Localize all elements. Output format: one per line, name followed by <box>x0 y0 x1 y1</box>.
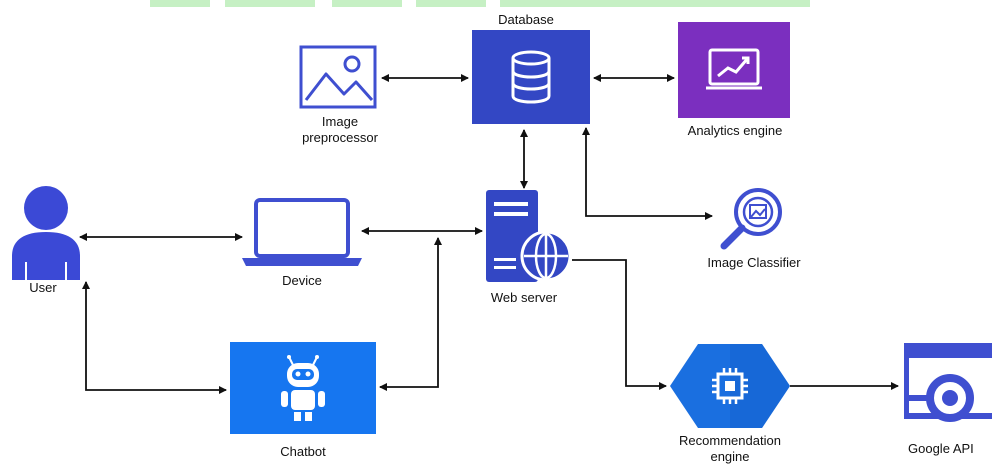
image-classifier-node[interactable] <box>712 186 796 250</box>
api-plug-icon <box>904 343 992 422</box>
chip-icon <box>670 344 790 428</box>
image-classifier-label: Image Classifier <box>707 255 801 270</box>
top-strip <box>416 0 486 7</box>
database-label: Database <box>498 12 554 27</box>
recommendation-engine-label-line2: engine <box>710 449 750 464</box>
server-globe-icon <box>486 190 572 282</box>
laptop-icon <box>242 198 362 266</box>
recommendation-engine-label: Recommendation engine <box>660 433 800 465</box>
top-strip <box>225 0 315 7</box>
magnifier-image-icon <box>720 188 782 250</box>
arrow-database-classifier <box>582 127 713 220</box>
arrow-chatbot-webserver <box>379 237 442 391</box>
user-node[interactable] <box>10 184 82 280</box>
web-server-label: Web server <box>490 290 558 305</box>
image-icon <box>299 45 377 109</box>
top-strip <box>150 0 210 7</box>
arrow-webserver-recommendation <box>572 259 667 390</box>
database-icon <box>511 50 551 104</box>
google-api-label: Google API <box>908 441 974 456</box>
user-icon <box>12 186 80 280</box>
analytics-engine-node[interactable] <box>678 22 790 118</box>
image-preprocessor-label: Image preprocessor <box>290 114 390 146</box>
recommendation-engine-node[interactable] <box>670 342 790 430</box>
top-strip <box>332 0 402 7</box>
analytics-engine-label: Analytics engine <box>687 123 783 138</box>
robot-icon <box>281 355 325 421</box>
device-label: Device <box>282 273 322 288</box>
recommendation-engine-label-line1: Recommendation <box>679 433 781 448</box>
google-api-node[interactable] <box>904 340 992 436</box>
image-preprocessor-node[interactable] <box>298 44 378 110</box>
device-node[interactable] <box>240 196 364 268</box>
image-preprocessor-label-line1: Image <box>321 114 359 129</box>
chatbot-label: Chatbot <box>280 444 326 459</box>
chatbot-node[interactable] <box>230 342 376 434</box>
user-label: User <box>29 280 57 295</box>
chart-trend-icon <box>706 48 762 90</box>
database-node[interactable] <box>472 30 590 124</box>
top-strip <box>500 0 810 7</box>
image-preprocessor-label-line2: preprocessor <box>302 130 378 145</box>
web-server-node[interactable] <box>484 190 574 284</box>
arrow-user-chatbot <box>82 281 227 394</box>
